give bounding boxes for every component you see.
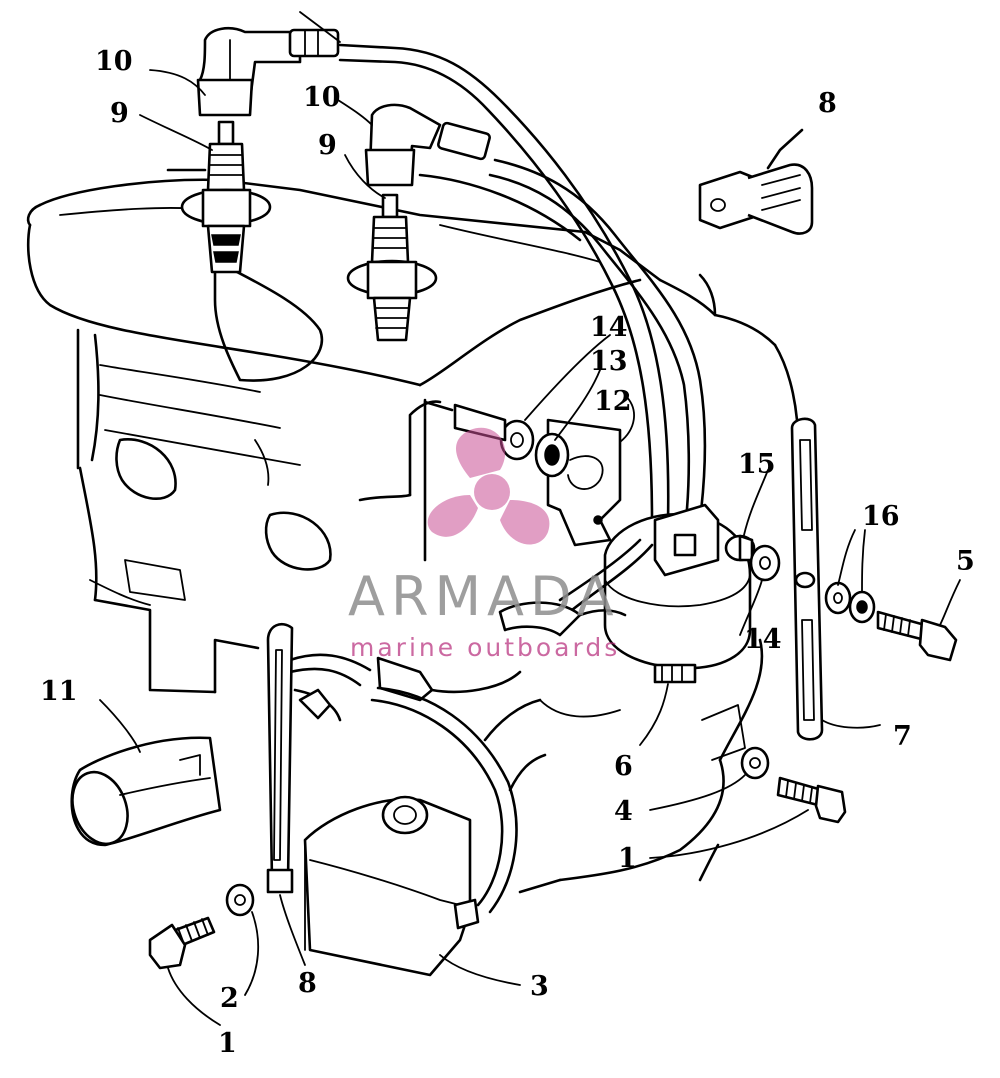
callout-12: 12	[594, 386, 632, 417]
wire-clamp-top	[698, 128, 814, 235]
callout-6: 6	[614, 751, 633, 782]
spacer-13	[534, 432, 570, 478]
callout-1-right: 1	[618, 843, 637, 874]
callout-3: 3	[530, 971, 549, 1002]
mounting-strap	[790, 417, 824, 741]
callout-14-upper: 14	[590, 312, 628, 343]
callout-11: 11	[40, 676, 78, 707]
spark-plug-cap-right	[364, 103, 491, 187]
bolt-1-left	[148, 916, 216, 970]
engine-block	[26, 178, 800, 894]
spark-plug-wires	[338, 43, 707, 522]
callout-15: 15	[738, 449, 776, 480]
callout-8-lower: 8	[298, 968, 317, 999]
spark-plug-left	[166, 120, 272, 274]
watermark-brand: ARMADA	[348, 565, 620, 628]
washer-4	[740, 746, 770, 780]
callout-16: 16	[862, 501, 900, 532]
ignition-coil	[558, 503, 752, 684]
callout-9-left: 9	[110, 98, 129, 129]
bolt-1-right	[776, 776, 847, 824]
callout-13: 13	[590, 346, 628, 377]
cap-cover	[70, 736, 222, 847]
cdi-unit	[303, 686, 518, 977]
callout-9-right: 9	[318, 130, 337, 161]
callout-1-left: 1	[218, 1028, 237, 1059]
callout-8-top: 8	[818, 88, 837, 119]
washers-16	[824, 581, 876, 624]
callout-7: 7	[893, 721, 912, 752]
watermark-tagline: marine outboards	[350, 633, 620, 662]
washer-2	[225, 883, 255, 917]
bolt-5	[876, 610, 958, 662]
callout-14-lower: 14	[744, 624, 782, 655]
callout-10-left: 10	[95, 46, 133, 77]
spark-plug-right	[346, 193, 438, 342]
spacer-15	[724, 534, 756, 562]
callout-10-right: 10	[303, 82, 341, 113]
callout-labels: 10 9 10 9 8 14 13 12 15 16 5 14 11 7 6 4…	[40, 46, 975, 1059]
callout-4: 4	[614, 796, 633, 827]
washer-14-lower	[749, 544, 781, 582]
propeller-logo	[427, 427, 550, 545]
wire-clamp-lower	[266, 623, 294, 894]
leader-lines	[99, 11, 961, 1026]
callout-2: 2	[220, 983, 239, 1014]
spark-plug-cap-left	[196, 26, 340, 117]
callout-5: 5	[956, 546, 975, 577]
watermark: ARMADA marine outboards	[348, 427, 620, 662]
